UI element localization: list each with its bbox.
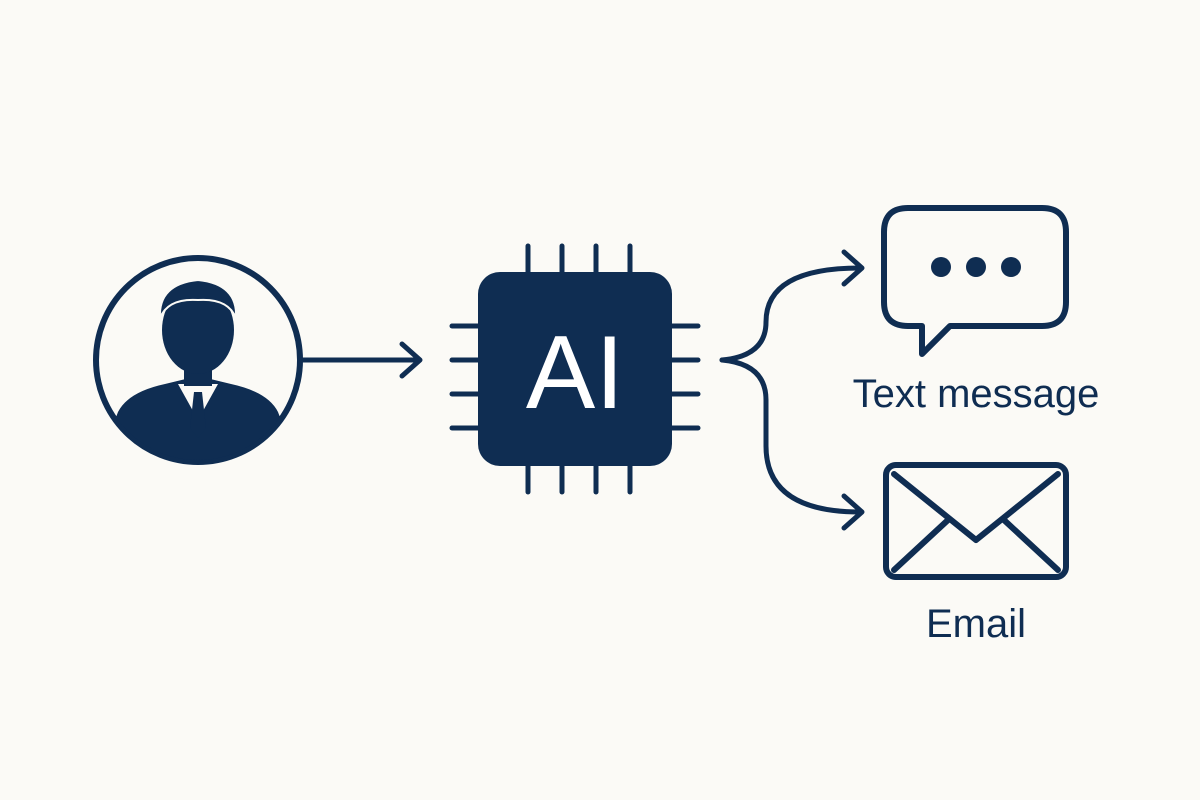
chip-body [478, 272, 672, 466]
chat-bubble-icon [881, 205, 1069, 357]
ai-chip-label: AI [526, 315, 624, 431]
envelope-icon [883, 462, 1069, 580]
chat-dot [931, 257, 951, 277]
cpu-chip-icon: AI [449, 243, 701, 495]
arrow-user-to-ai [299, 341, 423, 379]
user-avatar-icon [93, 255, 303, 465]
envelope-flap [891, 471, 1061, 543]
text-message-label: Text message [853, 372, 1100, 416]
envelope-fold-left [891, 517, 951, 573]
chip-pins [449, 243, 701, 495]
arrow-ai-to-outputs [719, 249, 865, 531]
avatar-head [162, 286, 234, 374]
avatar-hair [158, 278, 238, 319]
envelope-outline [883, 462, 1069, 580]
chat-dot [966, 257, 986, 277]
avatar-tie [190, 392, 206, 438]
envelope-fold-right [1001, 517, 1061, 573]
chat-bubble-outline [881, 205, 1069, 357]
email-label: Email [926, 602, 1026, 646]
chat-dot [1001, 257, 1021, 277]
